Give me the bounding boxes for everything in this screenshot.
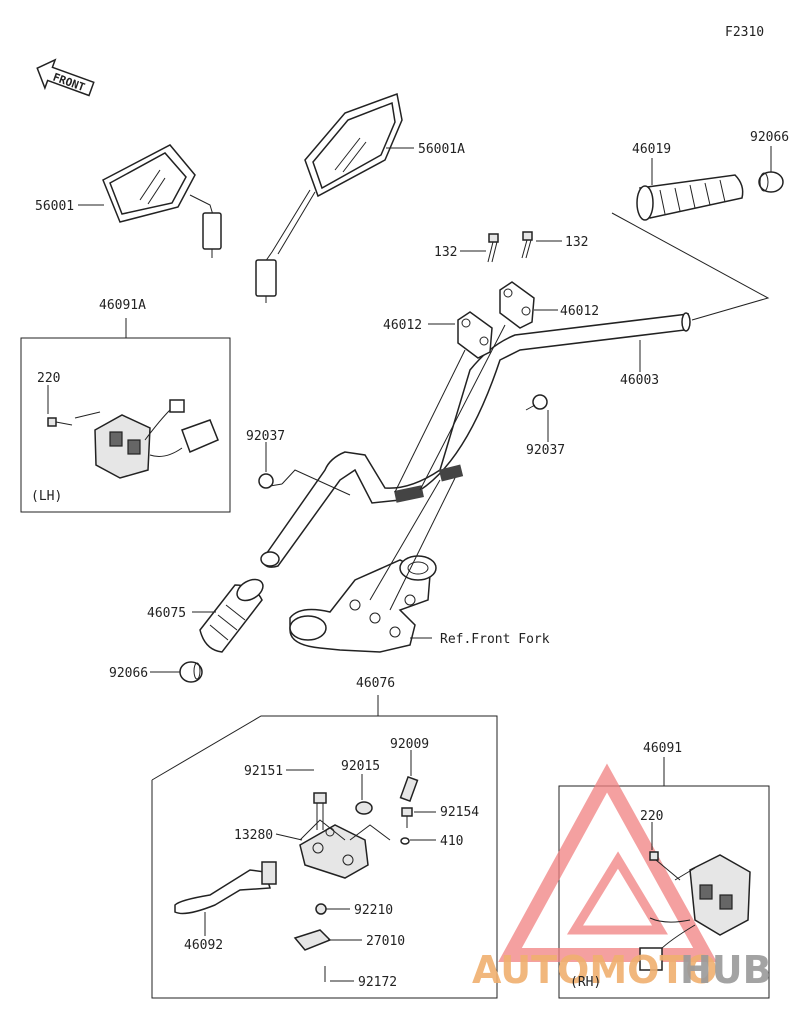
label-13280: 13280 bbox=[234, 828, 273, 843]
cap-left-drawing bbox=[179, 661, 203, 683]
label-46019: 46019 bbox=[632, 142, 671, 157]
label-56001: 56001 bbox=[35, 199, 74, 214]
label-220-left: 220 bbox=[37, 371, 60, 386]
label-lh: (LH) bbox=[31, 489, 62, 504]
label-92172: 92172 bbox=[358, 975, 397, 990]
lever-box bbox=[151, 715, 498, 999]
lever-drawing bbox=[174, 861, 277, 915]
handlebar-drawing bbox=[260, 312, 691, 568]
label-92210: 92210 bbox=[354, 903, 393, 918]
label-46012-b: 46012 bbox=[560, 304, 599, 319]
watermark-text-a: AUTOMOTO bbox=[472, 948, 718, 992]
label-92151: 92151 bbox=[244, 764, 283, 779]
holder-drawings bbox=[457, 231, 535, 359]
label-410: 410 bbox=[440, 834, 463, 849]
label-46003: 46003 bbox=[620, 373, 659, 388]
label-rh: (RH) bbox=[570, 975, 601, 990]
label-92037-right: 92037 bbox=[526, 443, 565, 458]
label-46092: 46092 bbox=[184, 938, 223, 953]
label-56001a: 56001A bbox=[418, 142, 465, 157]
label-46091: 46091 bbox=[643, 741, 682, 756]
clamp-drawings bbox=[258, 394, 548, 489]
cap-right-drawing bbox=[758, 171, 784, 193]
label-92015: 92015 bbox=[341, 759, 380, 774]
label-220-right: 220 bbox=[640, 809, 663, 824]
watermark-text-b: HUB bbox=[680, 948, 772, 992]
diagram-code: F2310 bbox=[725, 25, 764, 40]
label-46091a: 46091A bbox=[99, 298, 146, 313]
left-switch-drawing bbox=[47, 399, 219, 479]
label-46012-a: 46012 bbox=[383, 318, 422, 333]
label-92037-left: 92037 bbox=[246, 429, 285, 444]
label-46075: 46075 bbox=[147, 606, 186, 621]
fork-clamp-drawing bbox=[289, 555, 437, 653]
lever-holder-drawing bbox=[299, 824, 369, 879]
leader-lines bbox=[47, 146, 772, 982]
label-132-a: 132 bbox=[434, 245, 457, 260]
label-92066-right: 92066 bbox=[750, 130, 789, 145]
watermark bbox=[498, 763, 717, 962]
label-132-b: 132 bbox=[565, 235, 588, 250]
label-27010: 27010 bbox=[366, 934, 405, 949]
label-92066-left: 92066 bbox=[109, 666, 148, 681]
label-92154: 92154 bbox=[440, 805, 479, 820]
mirror-left-drawing bbox=[102, 144, 222, 258]
lever-small-parts bbox=[293, 775, 419, 982]
mirror-right-drawing bbox=[255, 92, 403, 303]
label-ref-front-fork: Ref.Front Fork bbox=[440, 632, 550, 647]
right-switch-drawing bbox=[639, 851, 751, 971]
front-arrow-icon: FRONT bbox=[36, 58, 95, 97]
label-46076: 46076 bbox=[356, 676, 395, 691]
grip-left-drawing bbox=[199, 578, 264, 653]
label-92009: 92009 bbox=[390, 737, 429, 752]
grip-right-drawing bbox=[636, 174, 744, 221]
